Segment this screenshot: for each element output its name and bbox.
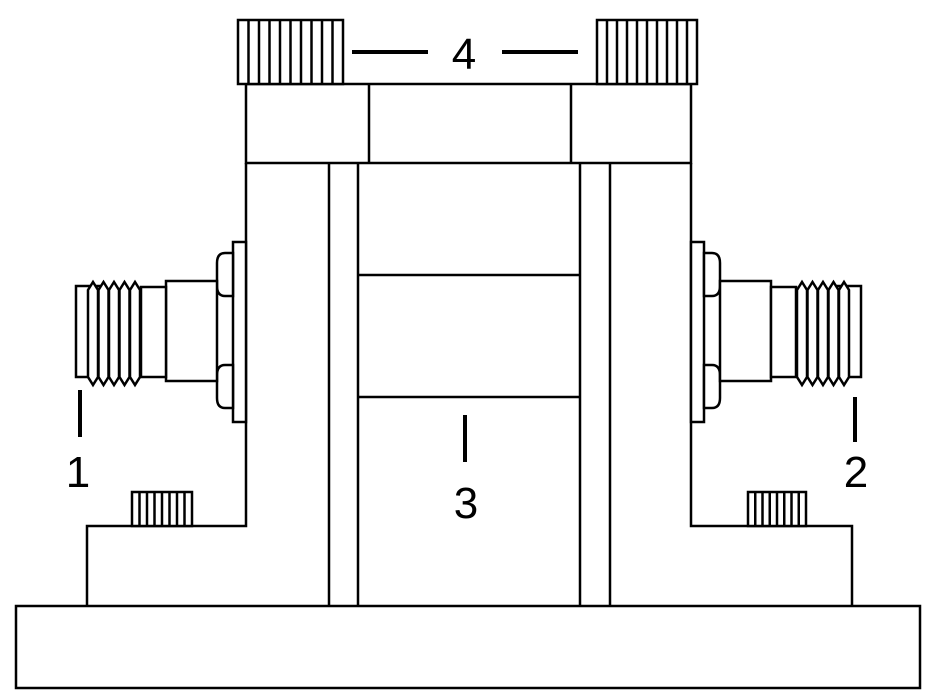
- thread-ridge: [795, 279, 809, 388]
- thread-ridge: [827, 279, 840, 388]
- right-connector: [689, 240, 863, 424]
- label-center-3: 3: [454, 479, 478, 528]
- thread-ridge: [837, 279, 851, 388]
- label-screws-4: 4: [452, 30, 476, 79]
- thread-ridge: [118, 279, 131, 388]
- label-port-1: 1: [66, 448, 90, 497]
- left-small-screw: [130, 490, 194, 528]
- thread-ridge: [107, 279, 121, 388]
- thread-ridge: [806, 279, 819, 388]
- base-plate: [14, 604, 922, 690]
- thread-ridge: [128, 279, 142, 388]
- center-columns: [327, 163, 612, 606]
- right-small-screw: [746, 490, 808, 528]
- thread-ridge: [816, 279, 830, 388]
- label-port-2: 2: [844, 448, 868, 497]
- thread-ridge: [97, 279, 110, 388]
- top-right-tuning-screw: [595, 18, 699, 86]
- thread-ridge: [86, 279, 100, 388]
- left-connector: [74, 240, 248, 424]
- top-crossbar: [244, 82, 693, 165]
- top-left-tuning-screw: [236, 18, 345, 86]
